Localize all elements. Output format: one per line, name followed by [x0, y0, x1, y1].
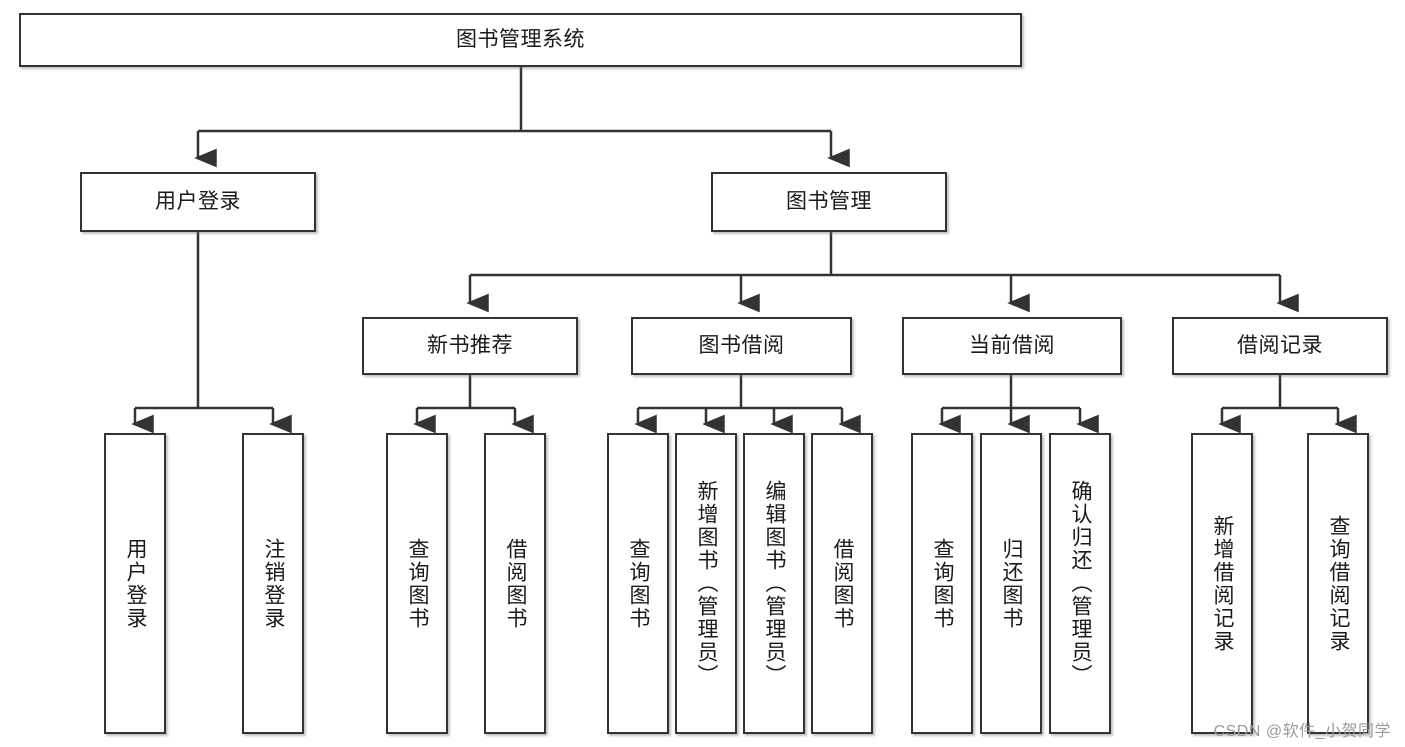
leaf-edit-book-admin[interactable]: 编辑图书（管理员）: [743, 433, 805, 734]
leaf-query-book-current[interactable]: 查询图书: [911, 433, 973, 734]
node-label: 图书管理: [786, 190, 872, 214]
node-root-book-management-system[interactable]: 图书管理系统: [19, 13, 1022, 67]
node-label: 当前借阅: [969, 334, 1055, 358]
node-book-management[interactable]: 图书管理: [711, 172, 947, 232]
leaf-user-login[interactable]: 用户登录: [104, 433, 166, 734]
node-label: 归还图书: [1000, 537, 1023, 630]
leaf-add-book-admin[interactable]: 新增图书（管理员）: [675, 433, 737, 734]
leaf-query-book-borrow[interactable]: 查询图书: [607, 433, 669, 734]
node-label: 编辑图书（管理员）: [763, 480, 786, 687]
leaf-borrow-book[interactable]: 借阅图书: [811, 433, 873, 734]
leaf-add-borrow-record[interactable]: 新增借阅记录: [1191, 433, 1253, 734]
node-label: 用户登录: [124, 537, 147, 630]
leaf-confirm-return-admin[interactable]: 确认归还（管理员）: [1049, 433, 1111, 734]
node-current-borrow[interactable]: 当前借阅: [902, 317, 1122, 375]
leaf-query-book-recommend[interactable]: 查询图书: [386, 433, 448, 734]
node-borrow-record[interactable]: 借阅记录: [1172, 317, 1388, 375]
leaf-logout-login[interactable]: 注销登录: [242, 433, 304, 734]
node-label: 新增借阅记录: [1211, 514, 1234, 653]
node-label: 确认归还（管理员）: [1069, 480, 1092, 687]
node-label: 查询借阅记录: [1327, 514, 1350, 653]
node-label: 图书管理系统: [456, 28, 585, 52]
node-label: 注销登录: [262, 537, 285, 630]
node-user-login[interactable]: 用户登录: [80, 172, 316, 232]
node-label: 查询图书: [406, 537, 429, 630]
node-label: 查询图书: [627, 537, 650, 630]
leaf-return-book[interactable]: 归还图书: [980, 433, 1042, 734]
node-label: 新书推荐: [427, 334, 513, 358]
node-label: 图书借阅: [698, 334, 785, 358]
node-label: 用户登录: [155, 190, 241, 214]
node-label: 借阅图书: [504, 537, 527, 630]
node-book-borrow[interactable]: 图书借阅: [631, 317, 852, 375]
node-label: 借阅图书: [831, 537, 854, 630]
leaf-borrow-book-recommend[interactable]: 借阅图书: [484, 433, 546, 734]
node-label: 新增图书（管理员）: [695, 480, 718, 687]
node-new-book-recommend[interactable]: 新书推荐: [362, 317, 578, 375]
leaf-query-borrow-record[interactable]: 查询借阅记录: [1307, 433, 1369, 734]
node-label: 借阅记录: [1237, 334, 1323, 358]
node-label: 查询图书: [931, 537, 954, 630]
